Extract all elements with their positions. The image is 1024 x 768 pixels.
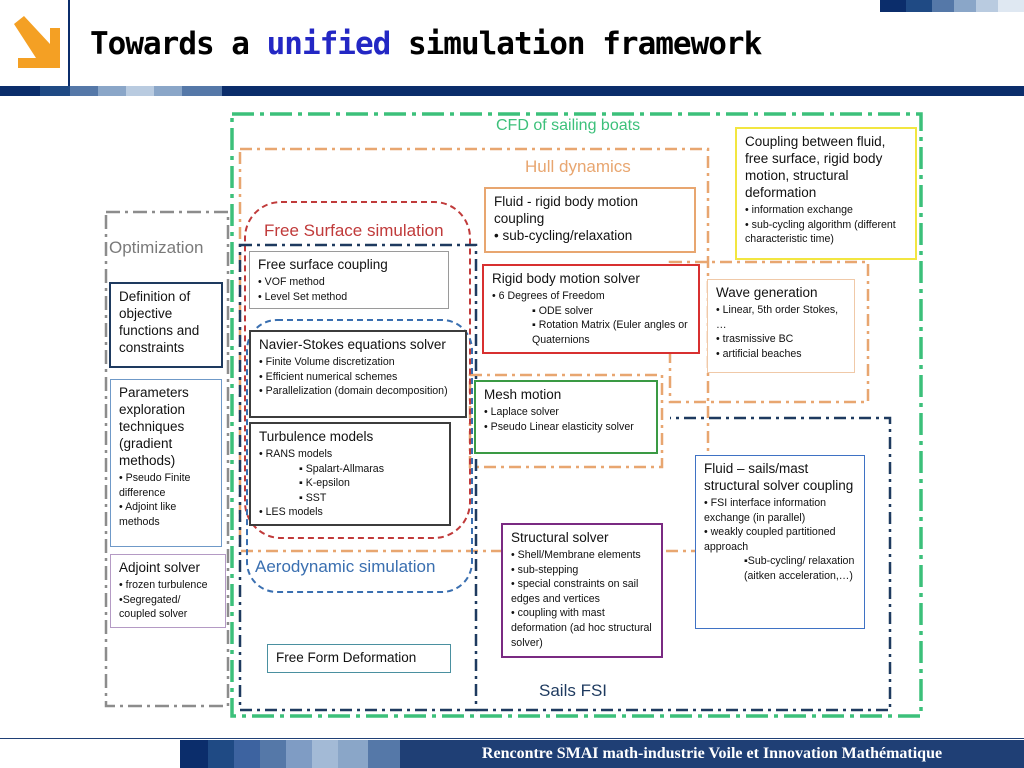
coupling-fluid-box: Coupling between fluid, free surface, ri…: [735, 127, 917, 260]
mesh-motion-bullet: • Laplace solver: [484, 406, 559, 418]
fluid-sails-coupling-bullet: • FSI interface information exchange (in…: [704, 497, 827, 524]
structural-solver-bullet: • special constraints on sail edges and …: [511, 578, 639, 605]
structural-solver-bullet: • sub-stepping: [511, 563, 579, 576]
aerodynamic-region-label: Aerodynamic simulation: [255, 557, 436, 576]
wave-generation-bullet: • Linear, 5th order Stokes, …: [716, 304, 839, 331]
structural-solver-title: Structural solver: [511, 530, 609, 545]
header-divider: [68, 0, 70, 86]
definition-box: Definition of objective functions and co…: [109, 282, 223, 368]
rigid-body-solver-bullet: • 6 Degrees of Freedom: [492, 290, 605, 302]
aerodynamic-region-outline: [246, 319, 473, 593]
turbulence-title: Turbulence models: [259, 429, 374, 444]
navier-stokes-bullet: • Finite Volume discretization: [259, 356, 395, 368]
adjoint-solver-bullet: •Segregated/ coupled solver: [119, 593, 188, 621]
free-surface-region-outline: [244, 201, 471, 539]
cfd-region-label: CFD of sailing boats: [496, 117, 641, 134]
adjoint-solver-title: Adjoint solver: [119, 560, 201, 575]
wave-generation-box: Wave generation • Linear, 5th order Stok…: [707, 279, 855, 373]
header-color-band: [0, 86, 1024, 96]
slide-title: Towards a unified simulation framework: [90, 26, 762, 62]
parameters-box: Parameters exploration techniques (gradi…: [110, 379, 222, 547]
wave-generation-bullet: • trasmissive BC: [716, 333, 794, 346]
structural-solver-box: Structural solver • Shell/Membrane eleme…: [501, 523, 663, 658]
mesh-region-outline: [468, 373, 664, 469]
fluid-sails-coupling-subitem: ▪Sub-cycling/ relaxation (aitken acceler…: [744, 555, 855, 582]
coupling-fluid-bullet: • information exchange: [745, 204, 853, 216]
sails-fsi-region-label: Sails FSI: [539, 681, 608, 700]
definition-title: Definition of objective functions and co…: [119, 289, 200, 355]
turbulence-subitem: ▪ Spalart-Allmaras: [299, 462, 384, 475]
coupling-fluid-title: Coupling between fluid, free surface, ri…: [745, 134, 886, 200]
free-form-deformation-box: Free Form Deformation: [267, 644, 451, 673]
turbulence-bullet: • RANS models: [259, 448, 333, 460]
free-surface-coupling-box: Free surface coupling • VOF method • Lev…: [249, 251, 449, 309]
fluid-rigid-coupling-bullet: • sub-cycling/relaxation: [494, 228, 633, 243]
free-surface-coupling-bullet: • VOF method: [258, 276, 325, 288]
parameters-bullet: • Adjoint like methods: [119, 501, 177, 528]
mesh-motion-box: Mesh motion • Laplace solver • Pseudo Li…: [474, 380, 658, 454]
structural-solver-bullet: • coupling with mast deformation (ad hoc…: [511, 607, 652, 649]
mesh-motion-title: Mesh motion: [484, 387, 562, 402]
parameters-title: Parameters exploration techniques (gradi…: [119, 385, 189, 468]
free-surface-region-label: Free Surface simulation: [264, 221, 444, 240]
slide-header: Towards a unified simulation framework: [0, 0, 1024, 88]
wave-generation-title: Wave generation: [716, 285, 818, 300]
fluid-sails-coupling-title: Fluid – sails/mast structural solver cou…: [704, 461, 854, 493]
rigid-body-solver-subitem: ▪ ODE solver: [532, 304, 593, 317]
navier-stokes-bullet: • Parallelization (domain decomposition): [259, 385, 448, 398]
coupling-fluid-bullet: • sub-cycling algorithm (different chara…: [745, 218, 896, 246]
free-surface-coupling-title: Free surface coupling: [258, 257, 388, 272]
structural-solver-bullet: • Shell/Membrane elements: [511, 549, 641, 561]
turbulence-bullet: • LES models: [259, 506, 323, 519]
free-form-deformation-title: Free Form Deformation: [276, 650, 417, 665]
optimization-region-outline: [104, 210, 230, 708]
navier-stokes-bullet: • Efficient numerical schemes: [259, 370, 398, 383]
top-right-color-band: [880, 0, 1024, 12]
free-surface-coupling-bullet: • Level Set method: [258, 290, 348, 303]
optimization-region-label: Optimization: [109, 238, 204, 257]
wave-generation-bullet: • artificial beaches: [716, 347, 802, 360]
sails-region-right: [476, 416, 892, 712]
footer-text: Rencontre SMAI math-industrie Voile et I…: [400, 740, 1024, 768]
parameters-bullet: • Pseudo Finite difference: [119, 472, 191, 499]
navier-stokes-title: Navier-Stokes equations solver: [259, 337, 446, 352]
footer-color-band: [0, 738, 1024, 768]
logo-arrow-icon: [14, 16, 60, 68]
rigid-body-solver-title: Rigid body motion solver: [492, 271, 640, 286]
mesh-motion-bullet: • Pseudo Linear elasticity solver: [484, 420, 634, 433]
adjoint-solver-box: Adjoint solver • frozen turbulence •Segr…: [110, 554, 226, 628]
turbulence-subitem: ▪ K-epsilon: [299, 477, 350, 490]
turbulence-box: Turbulence models • RANS models ▪ Spalar…: [249, 422, 451, 526]
rigid-body-solver-subitem: ▪ Rotation Matrix (Euler angles or Quate…: [532, 319, 688, 346]
fluid-sails-coupling-box: Fluid – sails/mast structural solver cou…: [695, 455, 865, 629]
cfd-region-outline: [230, 112, 923, 718]
rigid-body-solver-box: Rigid body motion solver • 6 Degrees of …: [482, 264, 700, 354]
hull-region-label: Hull dynamics: [525, 157, 631, 176]
turbulence-subitem: ▪ SST: [299, 491, 327, 504]
navier-stokes-box: Navier-Stokes equations solver • Finite …: [249, 330, 467, 418]
fluid-sails-coupling-bullet: • weakly coupled partitioned approach: [704, 526, 836, 553]
fluid-rigid-coupling-title: Fluid - rigid body motion coupling: [494, 194, 639, 226]
fluid-rigid-coupling-box: Fluid - rigid body motion coupling • sub…: [484, 187, 696, 253]
adjoint-solver-bullet: • frozen turbulence: [119, 579, 208, 591]
